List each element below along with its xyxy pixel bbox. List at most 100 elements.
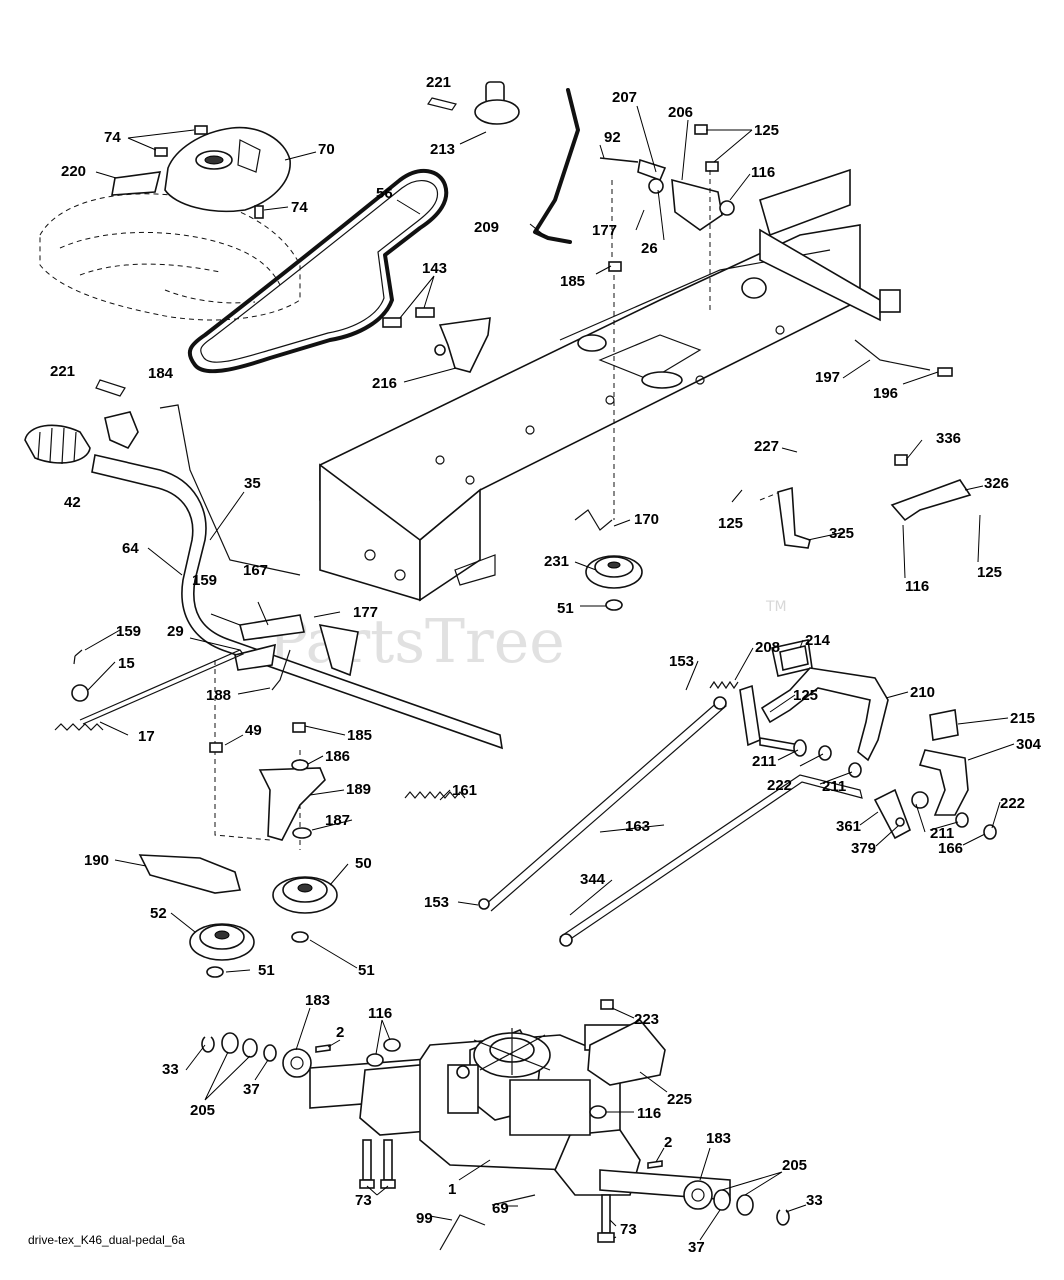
pin-159 [73,649,83,665]
label-161: 161 [452,782,477,799]
label-183-left: 183 [305,992,330,1009]
label-223: 223 [634,1011,659,1028]
label-153-top: 153 [669,653,694,670]
nut-116-left [366,1053,384,1067]
label-2-right: 2 [664,1134,672,1151]
end-153-bottom [478,898,490,910]
spring-170 [574,509,613,531]
end-153-top [713,696,727,710]
label-379: 379 [851,840,876,857]
pulley-231 [585,555,643,589]
label-51-left: 51 [258,962,275,979]
bracket-208 [739,684,761,747]
label-92: 92 [604,129,621,146]
label-186: 186 [325,748,350,765]
knob-part [474,81,520,125]
rod-29 [79,649,244,725]
label-64: 64 [122,540,139,557]
nut-116-right [383,1038,401,1052]
leader-lines [84,105,1015,1241]
fender-console-part [164,126,291,213]
spacer-186 [291,759,309,771]
label-116-trans: 116 [368,1005,392,1022]
label-304: 304 [1016,736,1042,753]
label-1: 1 [448,1181,456,1198]
lever-209 [533,88,580,244]
spring-161 [404,791,466,799]
rod-344 [559,774,863,943]
clip-379 [895,817,905,827]
label-159-top: 159 [192,572,217,589]
label-225: 225 [667,1091,692,1108]
watermark: PartsTree [268,607,565,677]
label-222-a: 222 [767,777,792,794]
label-70: 70 [318,141,335,158]
label-125-right: 125 [977,564,1002,581]
label-214: 214 [805,632,831,649]
bracket-325 [777,486,811,549]
label-143: 143 [422,260,447,277]
label-208: 208 [755,639,780,656]
label-326: 326 [984,475,1009,492]
spring-208 [709,680,739,690]
label-184: 184 [148,365,174,382]
label-51-right: 51 [557,600,574,617]
rod-99 [439,1214,486,1251]
label-231: 231 [544,553,569,570]
nut-116-mid [589,1105,607,1119]
drive-belt-inner [200,180,439,363]
pulley-50 [272,876,338,914]
label-177-top: 177 [592,222,617,239]
spring-17 [54,723,104,731]
label-73-right: 73 [620,1221,637,1238]
label-49: 49 [245,722,262,739]
label-159-left: 159 [116,623,141,640]
label-15: 15 [118,655,135,672]
label-197: 197 [815,369,840,386]
label-211-b: 211 [822,778,846,795]
label-56: 56 [376,185,393,202]
label-35: 35 [244,475,261,492]
transaxle [309,1024,731,1201]
label-344: 344 [580,871,606,888]
label-216: 216 [372,375,397,392]
label-205-left: 205 [190,1102,215,1119]
rod-197 [854,339,931,371]
bolt-49 [209,742,223,753]
nut-51-left [206,966,224,978]
label-125-top: 125 [754,122,779,139]
label-183-right: 183 [706,1130,731,1147]
label-17: 17 [138,728,155,745]
label-222-b: 222 [1000,795,1025,812]
pedal-arm-304 [918,749,969,816]
label-116-right: 116 [905,578,929,595]
pulley-52 [189,923,255,961]
label-211-c: 211 [930,825,954,842]
label-211-a: 211 [752,753,776,770]
label-209: 209 [474,219,499,236]
plate-189 [258,767,326,841]
label-74-top: 74 [104,129,121,146]
knob-184 [104,411,139,450]
bracket-326 [890,479,972,522]
drive-belt [187,169,449,374]
cable-35 [159,404,301,576]
label-33-right: 33 [806,1192,823,1209]
bolt-196 [937,367,953,377]
label-26: 26 [641,240,658,257]
label-2-left: 2 [336,1024,344,1041]
bracket-206 [671,178,723,231]
label-52: 52 [150,905,167,922]
bracket-225 [587,1019,666,1086]
bracket-190 [138,854,242,894]
clip-221-top [427,97,457,111]
footer-caption: drive-tex_K46_dual-pedal_6a [28,1233,185,1247]
label-50: 50 [355,855,372,872]
label-42: 42 [64,494,81,511]
label-361: 361 [836,818,861,835]
label-210: 210 [910,684,935,701]
rod-163 [484,699,727,912]
washer-15 [71,684,89,702]
label-163: 163 [625,818,650,835]
bracket-216 [438,317,491,373]
